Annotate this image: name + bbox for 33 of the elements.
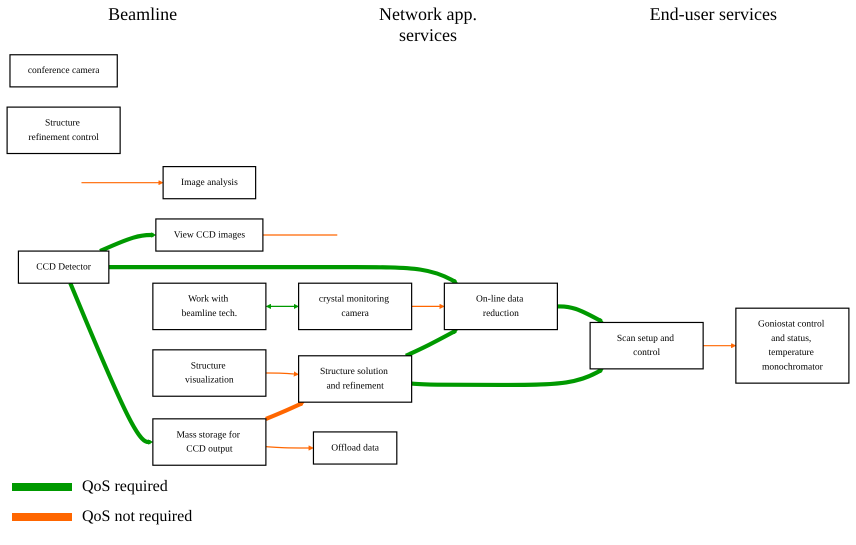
node-box: Structure refinement control [6, 106, 121, 154]
arrow [557, 304, 604, 324]
arrow [266, 445, 314, 451]
arrow [68, 282, 154, 445]
arrow [405, 328, 458, 358]
column-heading: End-user services [648, 4, 778, 26]
arrow [266, 304, 299, 310]
arrow [266, 371, 299, 377]
node-box: CCD Detector [18, 250, 110, 284]
node-box: View CCD images [155, 218, 264, 252]
legend-text: QoS required [82, 478, 168, 496]
node-box: Goniostat control and status, temperature monochromator [735, 308, 850, 384]
node-box: Offload data [312, 431, 398, 465]
node-box: conference camera [9, 54, 118, 88]
legend-text: QoS not required [82, 508, 192, 526]
arrow [99, 232, 156, 253]
column-heading: Network app. services [378, 4, 478, 46]
node-box: On-line data reduction [444, 282, 558, 330]
arrow [411, 368, 604, 388]
node-box: Scan setup and control [590, 322, 704, 370]
node-box: Mass storage for CCD output [152, 418, 266, 466]
arrow [703, 343, 736, 348]
node-box: Structure visualization [152, 349, 266, 397]
node-box: crystal monitoring camera [298, 282, 412, 330]
node-box: Image analysis [162, 166, 256, 200]
arrow [81, 180, 164, 186]
node-box: Structure solution and refinement [298, 355, 412, 403]
arrow [412, 304, 445, 310]
arrow [265, 401, 305, 421]
connector [262, 234, 338, 236]
node-box: Work with beamline tech. [152, 282, 266, 330]
column-heading: Beamline [107, 4, 178, 26]
arrow [108, 265, 458, 284]
